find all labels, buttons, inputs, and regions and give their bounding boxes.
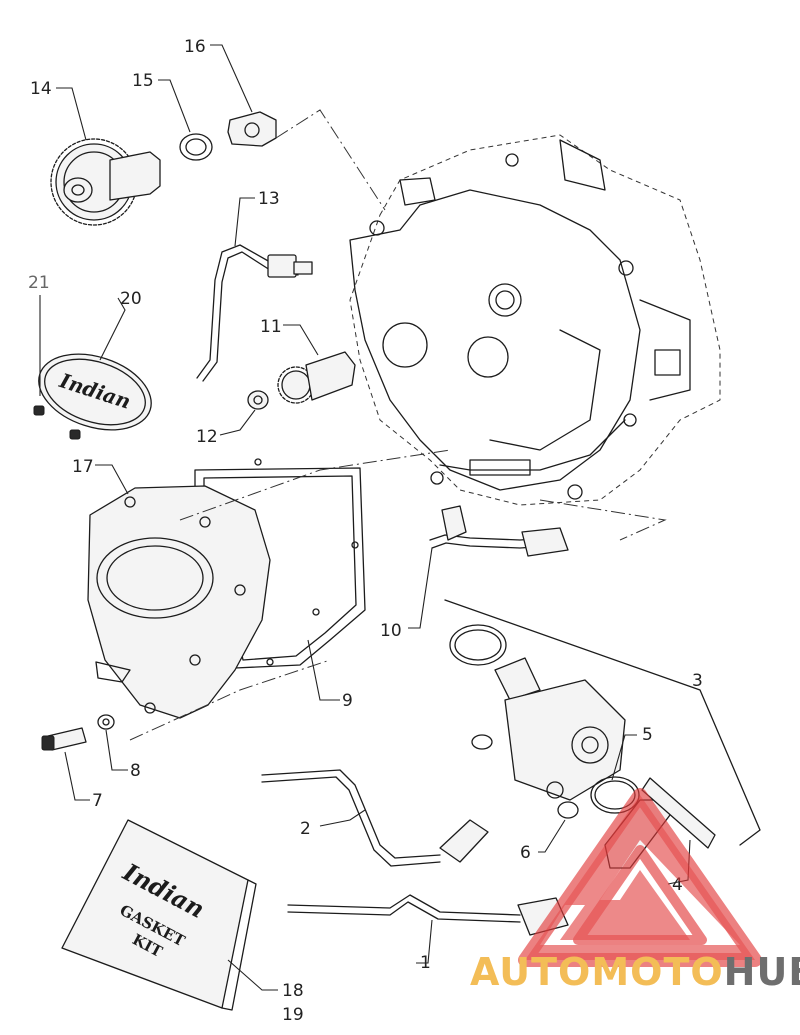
leader-lines xyxy=(39,44,691,991)
callout-17: 17 xyxy=(72,457,94,477)
cam-plate xyxy=(227,111,277,147)
bolt-7 xyxy=(41,727,87,751)
callout-5: 5 xyxy=(642,725,653,745)
callout-1: 1 xyxy=(420,953,431,973)
callout-3: 3 xyxy=(692,671,703,691)
oil-line-10 xyxy=(429,505,569,557)
callout-labels: 1 2 3 4 5 6 7 8 9 10 11 12 13 14 15 16 1… xyxy=(28,37,703,1025)
oil-pump-3 xyxy=(444,599,761,846)
callout-9: 9 xyxy=(342,691,353,711)
pump-drive-gear xyxy=(247,351,356,410)
callout-21: 21 xyxy=(28,273,50,293)
watermark: AUTOMOTOHUB xyxy=(470,788,800,994)
callout-20: 20 xyxy=(120,289,142,309)
gasket-kit-box: Indian GASKET KIT xyxy=(61,819,257,1011)
center-lines xyxy=(129,109,667,741)
callout-16: 16 xyxy=(184,37,206,57)
oil-line-1 xyxy=(287,894,569,936)
callout-10: 10 xyxy=(380,621,402,641)
callout-13: 13 xyxy=(258,189,280,209)
watermark-text-1: AUTOMOTOHUB xyxy=(470,950,800,994)
callout-19: 19 xyxy=(282,1005,304,1025)
thrust-washer xyxy=(179,133,213,161)
cover-17 xyxy=(87,485,271,719)
screws-21 xyxy=(33,405,81,440)
callout-7: 7 xyxy=(92,791,103,811)
callout-4: 4 xyxy=(672,875,683,895)
crankcase xyxy=(349,134,721,506)
washer-8 xyxy=(97,714,115,730)
callout-6: 6 xyxy=(520,843,531,863)
o-ring-6 xyxy=(557,801,579,819)
watermark-part1: AUTOMOTO xyxy=(470,950,724,994)
oil-line-2 xyxy=(261,769,489,867)
callout-12: 12 xyxy=(196,427,218,447)
watermark-triangle xyxy=(525,795,755,960)
callout-2: 2 xyxy=(300,819,311,839)
callout-18: 18 xyxy=(282,981,304,1001)
callout-8: 8 xyxy=(130,761,141,781)
timing-cover-emblem: Indian xyxy=(38,353,152,431)
cam-gear xyxy=(50,138,161,226)
callout-15: 15 xyxy=(132,71,154,91)
callout-14: 14 xyxy=(30,79,52,99)
oil-line-13 xyxy=(196,244,313,382)
watermark-part2: HUB xyxy=(724,950,800,994)
callout-11: 11 xyxy=(260,317,282,337)
